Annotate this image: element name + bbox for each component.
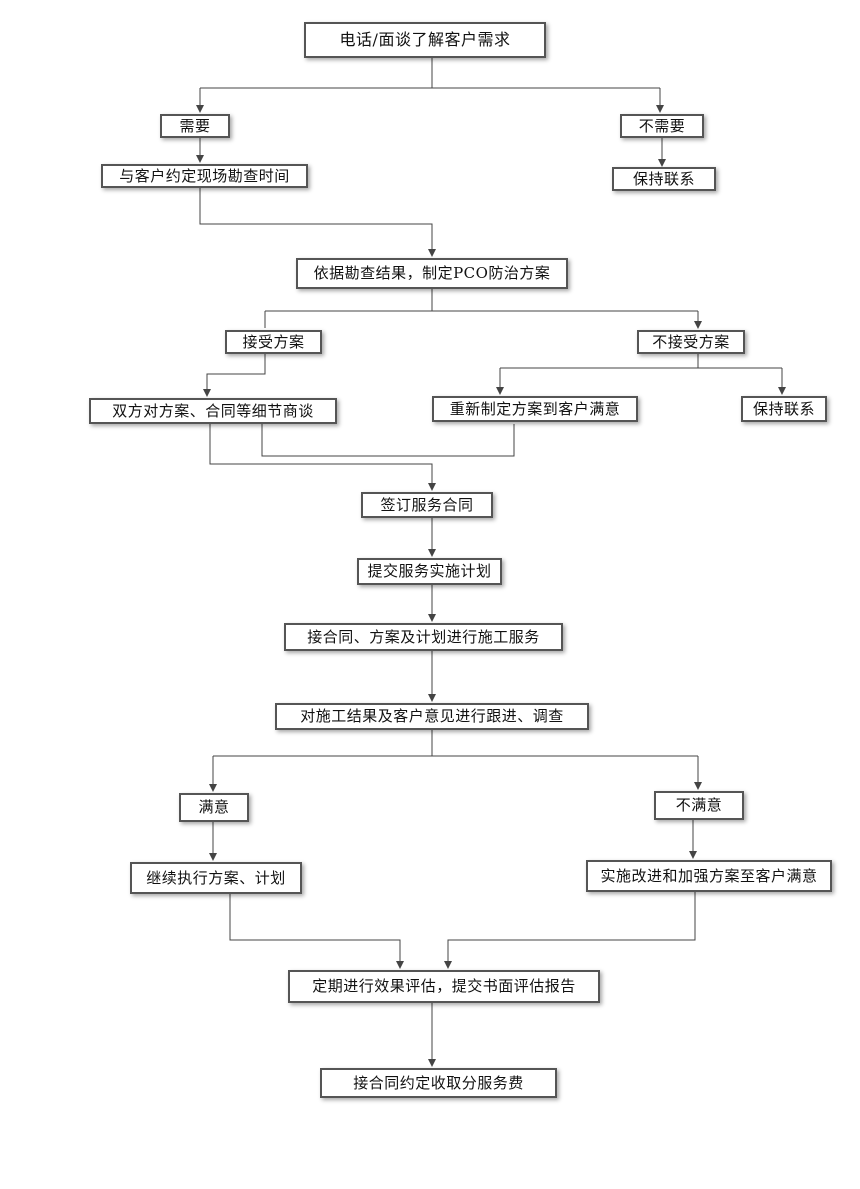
connector-arrow [444,892,696,969]
node-schedule-survey: 与客户约定现场勘查时间 [101,164,308,188]
node-unsatisfied: 不满意 [654,791,744,820]
node-sign-contract: 签订服务合同 [361,492,493,518]
node-reject-plan: 不接受方案 [637,330,745,354]
node-need: 需要 [160,114,230,138]
node-perform-service: 接合同、方案及计划进行施工服务 [284,623,563,651]
node-start: 电话/面谈了解客户需求 [304,22,546,58]
node-follow-up: 对施工结果及客户意见进行跟进、调查 [275,703,589,730]
connector-arrow [229,894,404,969]
node-redo-plan: 重新制定方案到客户满意 [432,396,638,422]
node-evaluate: 定期进行效果评估，提交书面评估报告 [288,970,600,1003]
node-make-plan: 依据勘查结果，制定PCO防治方案 [296,258,568,289]
node-keep-contact-2: 保持联系 [741,396,827,422]
connector-arrow [199,188,436,257]
connector-arrow [209,424,436,491]
node-submit-plan: 提交服务实施计划 [357,558,502,585]
node-no-need: 不需要 [620,114,704,138]
node-collect-fee: 接合同约定收取分服务费 [320,1068,557,1098]
node-improve-plan: 实施改进和加强方案至客户满意 [586,860,832,892]
connector-arrow [203,354,266,397]
node-satisfied: 满意 [179,793,249,822]
connector [261,424,515,457]
node-keep-contact-1: 保持联系 [612,167,716,191]
node-continue-plan: 继续执行方案、计划 [130,862,302,894]
node-negotiate: 双方对方案、合同等细节商谈 [89,398,337,424]
node-accept-plan: 接受方案 [225,330,322,354]
